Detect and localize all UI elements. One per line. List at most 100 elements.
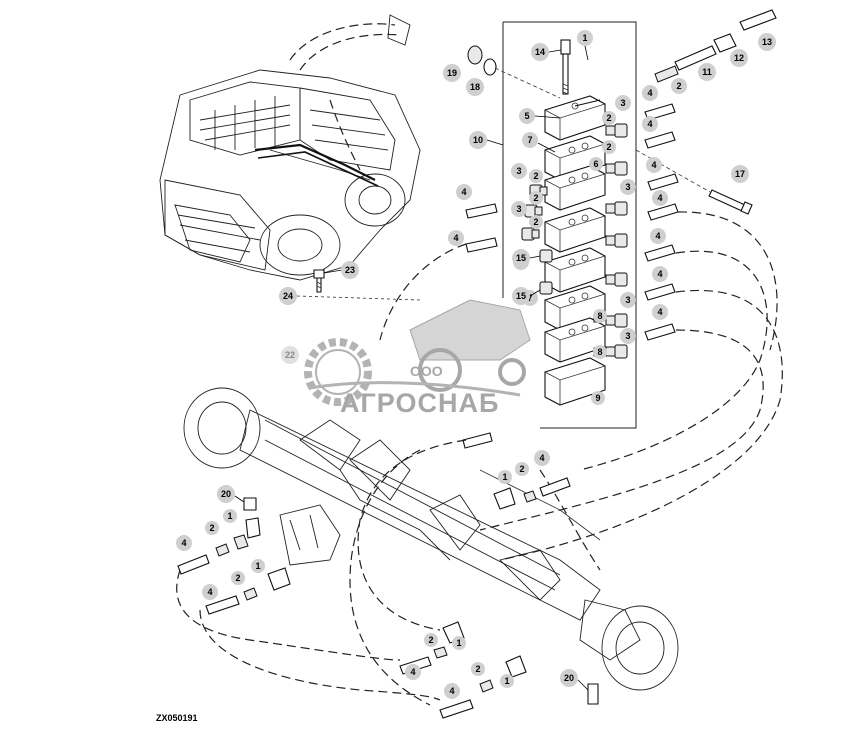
callout-20-right: 20 [560, 669, 578, 687]
svg-text:3: 3 [516, 166, 521, 176]
watermark-brand: АГРОСНАБ [340, 388, 499, 418]
svg-text:4: 4 [207, 587, 212, 597]
svg-text:24: 24 [283, 291, 293, 301]
callout-1-axle-d: 1 [500, 674, 514, 688]
svg-text:8: 8 [597, 347, 602, 357]
washers-18-19 [467, 45, 497, 76]
callout-14: 14 [531, 43, 549, 61]
front-axle-illustration [183, 387, 679, 691]
callout-20-left: 20 [217, 485, 235, 503]
svg-text:8: 8 [597, 311, 602, 321]
callout-4i: 4 [448, 230, 464, 246]
callout-8a: 8 [593, 309, 607, 323]
svg-text:10: 10 [473, 135, 483, 145]
callout-11: 11 [698, 63, 716, 81]
svg-text:2: 2 [676, 81, 681, 91]
svg-text:4: 4 [657, 269, 662, 279]
svg-text:1: 1 [504, 676, 509, 686]
svg-text:3: 3 [516, 204, 521, 214]
tie-bolt-14 [560, 39, 571, 95]
upper-middle-fittings [493, 477, 571, 510]
callout-4d: 4 [652, 190, 668, 206]
svg-text:11: 11 [702, 67, 712, 77]
callout-10: 10 [469, 131, 487, 149]
svg-text:20: 20 [221, 489, 231, 499]
bolt-17 [708, 189, 753, 215]
svg-text:2: 2 [519, 464, 524, 474]
callout-4a: 4 [642, 85, 658, 101]
svg-text:13: 13 [762, 37, 772, 47]
svg-text:2: 2 [235, 573, 240, 583]
callout-2e: 2 [529, 191, 543, 205]
callout-13: 13 [758, 33, 776, 51]
svg-text:18: 18 [470, 82, 480, 92]
svg-text:3: 3 [625, 295, 630, 305]
callout-2-axle-c: 2 [424, 633, 438, 647]
callout-4e: 4 [650, 228, 666, 244]
callout-2-axle-e: 2 [515, 462, 529, 476]
callout-4c: 4 [646, 157, 662, 173]
callout-8b: 8 [593, 345, 607, 359]
svg-text:2: 2 [606, 142, 611, 152]
callout-4h: 4 [456, 184, 472, 200]
svg-text:4: 4 [539, 453, 544, 463]
watermark-prefix: ООО [410, 363, 443, 379]
watermark-logo: ООО АГРОСНАБ [304, 299, 531, 418]
hose-ends-left [462, 203, 498, 449]
callout-19: 19 [443, 64, 461, 82]
callout-2d: 2 [529, 169, 543, 183]
callout-6: 6 [589, 157, 603, 171]
svg-text:2: 2 [533, 217, 538, 227]
callout-7a: 7 [522, 132, 538, 148]
callout-3d: 3 [620, 179, 636, 195]
svg-text:4: 4 [657, 193, 662, 203]
svg-text:22: 22 [285, 350, 295, 360]
callout-2-axle-b: 2 [231, 571, 245, 585]
svg-text:2: 2 [209, 523, 214, 533]
callout-1-axle-a: 1 [223, 509, 237, 523]
svg-text:7: 7 [527, 135, 532, 145]
callout-4b: 4 [642, 116, 658, 132]
svg-text:17: 17 [735, 169, 745, 179]
svg-text:15: 15 [516, 291, 526, 301]
callout-4-axle-c: 4 [405, 664, 421, 680]
callout-2b: 2 [602, 111, 616, 125]
svg-text:4: 4 [453, 233, 458, 243]
svg-text:4: 4 [651, 160, 656, 170]
callout-1-axle-c: 1 [452, 636, 466, 650]
svg-text:4: 4 [461, 187, 466, 197]
svg-text:4: 4 [449, 686, 454, 696]
svg-text:3: 3 [625, 182, 630, 192]
callout-23: 23 [341, 261, 359, 279]
callout-2a: 2 [671, 78, 687, 94]
svg-text:19: 19 [447, 68, 457, 78]
callout-2c: 2 [602, 140, 616, 154]
svg-text:3: 3 [620, 98, 625, 108]
callout-4f: 4 [652, 266, 668, 282]
bolt-23 [313, 269, 325, 293]
svg-text:12: 12 [734, 53, 744, 63]
valve-stack-frame [502, 21, 637, 429]
callout-2f: 2 [529, 215, 543, 229]
svg-text:15: 15 [516, 253, 526, 263]
callout-3f: 3 [620, 328, 636, 344]
bottom-left-fittings [177, 497, 291, 615]
callout-3c: 3 [511, 201, 527, 217]
bottom-middle-fittings [399, 621, 599, 719]
callout-12: 12 [730, 49, 748, 67]
svg-text:4: 4 [410, 667, 415, 677]
svg-text:20: 20 [564, 673, 574, 683]
svg-text:4: 4 [181, 538, 186, 548]
svg-text:1: 1 [255, 561, 260, 571]
engine-illustration [159, 14, 421, 281]
callout-18: 18 [466, 78, 484, 96]
callout-15b: 15 [512, 287, 530, 305]
callout-3a: 3 [615, 95, 631, 111]
callout-24: 24 [279, 287, 297, 305]
svg-text:7: 7 [527, 293, 532, 303]
hydraulic-hose-routes [176, 211, 783, 706]
hose-ends-right [644, 103, 679, 341]
callout-1-axle-e: 1 [498, 470, 512, 484]
svg-text:1: 1 [456, 638, 461, 648]
